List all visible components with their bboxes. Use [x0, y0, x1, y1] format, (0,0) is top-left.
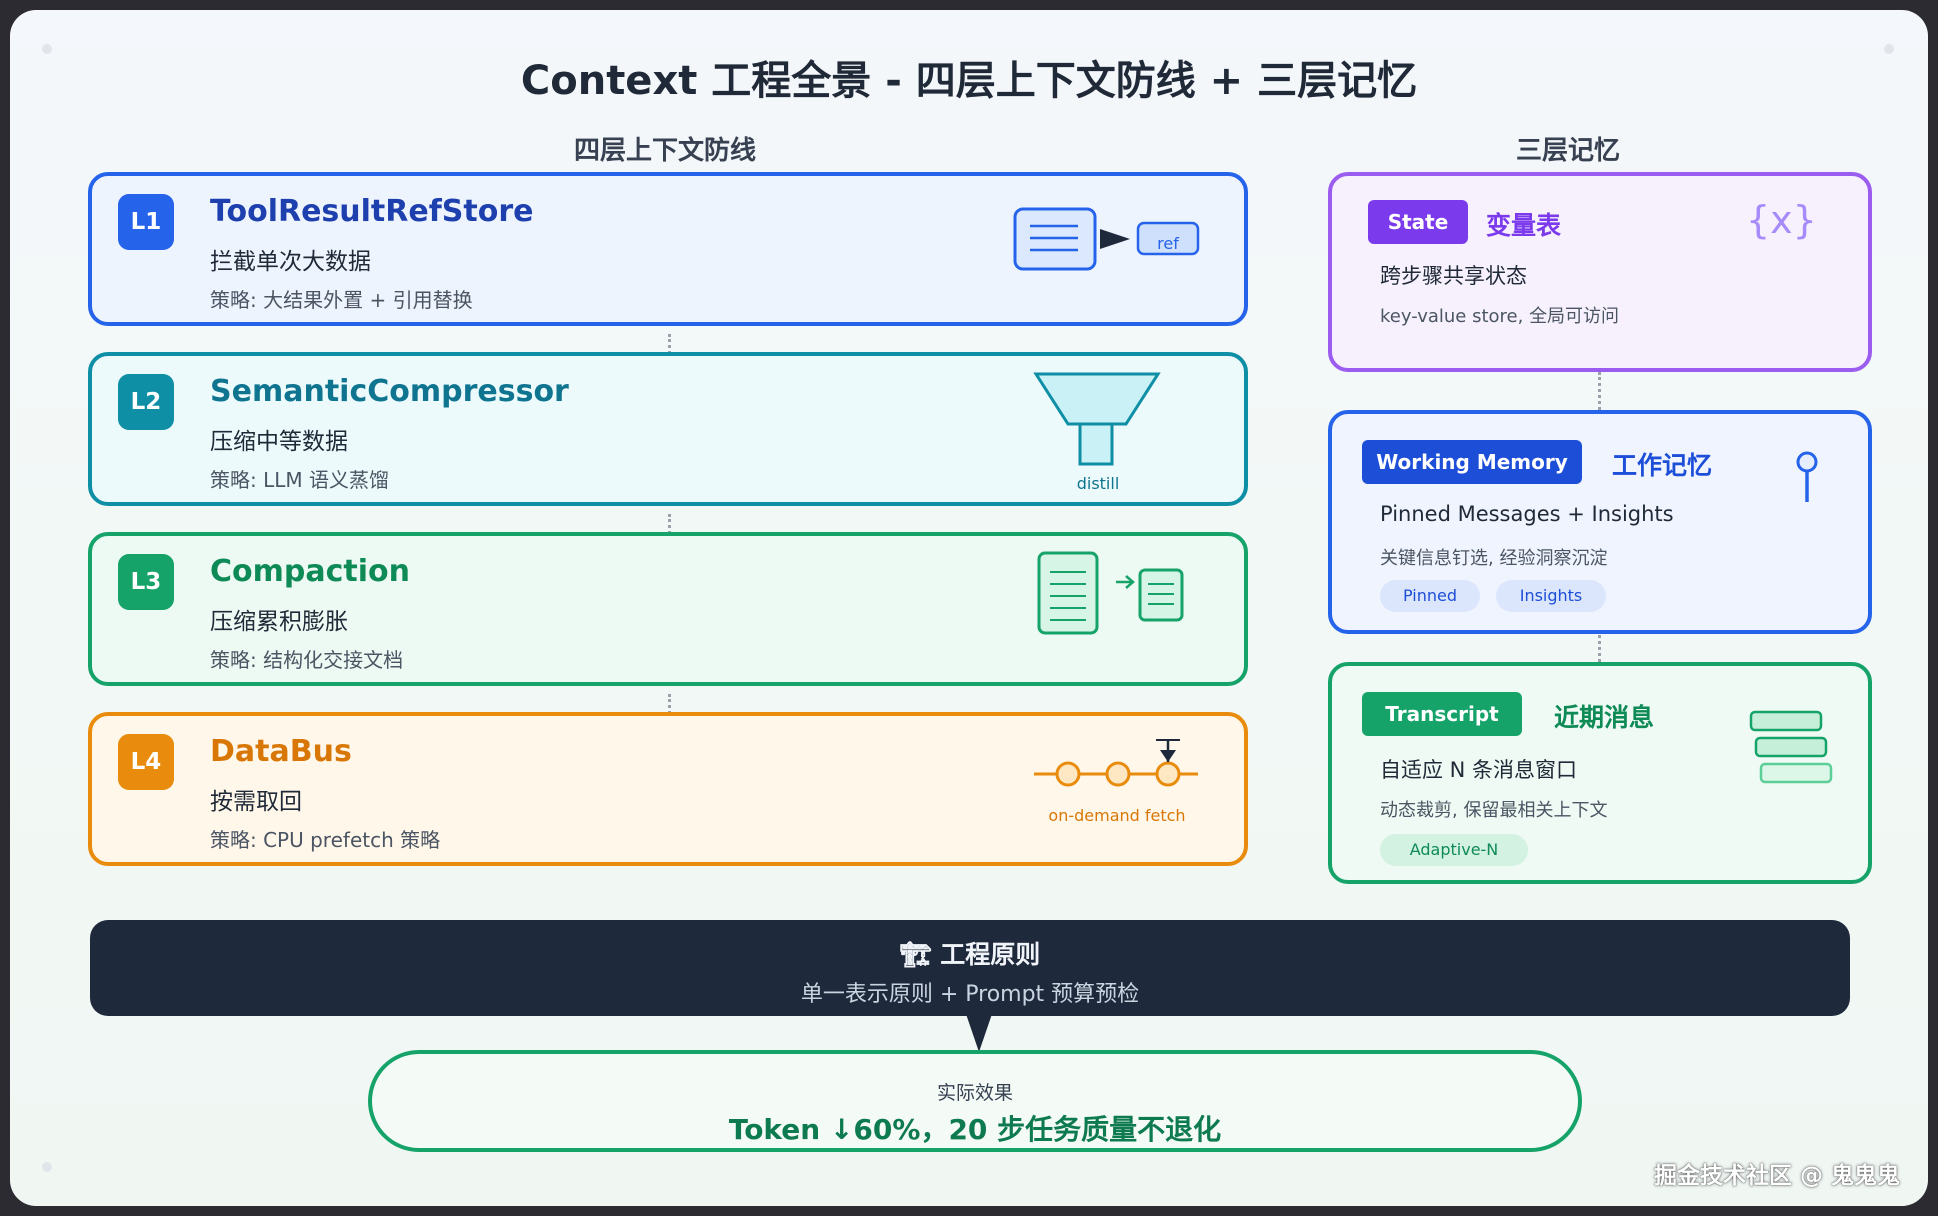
layer-name: SemanticCompressor: [210, 374, 569, 409]
memory-connector: [1598, 372, 1601, 410]
memory-description: 跨步骤共享状态: [1380, 264, 1527, 288]
result-value: Token ↓60%，20 步任务质量不退化: [728, 1113, 1222, 1146]
construction-icon: 🏗: [899, 940, 932, 969]
memory-tag: State: [1368, 200, 1468, 244]
memory-card-state: State 变量表 跨步骤共享状态 key-value store, 全局可访问…: [1328, 172, 1872, 372]
ref-label: ref: [1157, 234, 1179, 253]
document-ref-icon: [1013, 207, 1200, 271]
layer-subtitle: 拦截单次大数据: [210, 249, 371, 275]
memory-description: 自适应 N 条消息窗口: [1380, 758, 1578, 782]
on-demand-fetch-label: on-demand fetch: [1048, 806, 1186, 825]
document-compact-icon: [1037, 551, 1184, 635]
memory-detail: key-value store, 全局可访问: [1380, 306, 1620, 327]
memory-tag: Transcript: [1362, 692, 1522, 736]
layer-badge: L1: [118, 194, 174, 250]
memory-description: Pinned Messages + Insights: [1380, 502, 1674, 526]
memory-chip: Insights: [1496, 580, 1606, 612]
principle-subtitle: 单一表示原则 + Prompt 预算预检: [800, 982, 1140, 1007]
memory-card-transcript: Transcript 近期消息 自适应 N 条消息窗口 动态裁剪, 保留最相关上…: [1328, 662, 1872, 884]
layer-badge: L4: [118, 734, 174, 790]
layer-badge: L3: [118, 554, 174, 610]
layer-subtitle: 按需取回: [210, 789, 302, 815]
layer-card-l3: L3 Compaction 压缩累积膨胀 策略: 结构化交接文档: [88, 532, 1248, 686]
layer-name: DataBus: [210, 734, 352, 769]
layer-strategy: 策略: LLM 语义蒸馏: [210, 468, 389, 492]
layer-strategy: 策略: CPU prefetch 策略: [210, 828, 441, 852]
memory-detail: 动态裁剪, 保留最相关上下文: [1380, 800, 1608, 821]
layer-badge: L2: [118, 374, 174, 430]
memory-name: 工作记忆: [1612, 451, 1713, 480]
pin-icon: [1796, 451, 1818, 502]
layer-card-l1: L1 ToolResultRefStore 拦截单次大数据 策略: 大结果外置 …: [88, 172, 1248, 326]
variable-icon: {x}: [1746, 198, 1817, 242]
funnel-icon: [1033, 372, 1161, 466]
layer-subtitle: 压缩累积膨胀: [210, 609, 348, 635]
memory-tag: Working Memory: [1362, 440, 1582, 484]
memory-connector: [1598, 624, 1601, 662]
layer-connector: [668, 334, 671, 360]
memory-name: 变量表: [1486, 211, 1562, 240]
corner-dot: [42, 44, 52, 54]
layer-card-l2: L2 SemanticCompressor 压缩中等数据 策略: LLM 语义蒸…: [88, 352, 1248, 506]
result-label: 实际效果: [936, 1082, 1013, 1104]
principle-heading: 🏗 工程原则: [90, 935, 1850, 971]
layer-name: Compaction: [210, 554, 410, 589]
layer-card-l4: L4 DataBus 按需取回 策略: CPU prefetch 策略 on-d…: [88, 712, 1248, 866]
layer-connector: [668, 514, 671, 540]
message-stack-icon: [1749, 710, 1833, 784]
memory-chip: Pinned: [1380, 580, 1480, 612]
engineering-principle-banner: 🏗 工程原则 单一表示原则 + Prompt 预算预检: [90, 920, 1850, 1016]
down-arrow-icon: [966, 1014, 992, 1052]
layer-strategy: 策略: 大结果外置 + 引用替换: [210, 288, 473, 312]
result-panel: 实际效果 Token ↓60%，20 步任务质量不退化: [368, 1050, 1582, 1152]
corner-dot: [1884, 44, 1894, 54]
left-column-heading: 四层上下文防线: [574, 136, 757, 166]
layer-name: ToolResultRefStore: [210, 194, 534, 229]
memory-name: 近期消息: [1554, 703, 1655, 732]
watermark: 掘金技术社区 @ 鬼鬼鬼: [1653, 1163, 1900, 1189]
memory-chip: Adaptive-N: [1380, 834, 1528, 866]
layer-subtitle: 压缩中等数据: [210, 429, 348, 455]
layer-connector: [668, 694, 671, 720]
bus-fetch-icon: [1034, 739, 1198, 787]
distill-label: distill: [1076, 474, 1120, 493]
memory-card-working: Working Memory 工作记忆 Pinned Messages + In…: [1328, 410, 1872, 634]
principle-title: 工程原则: [940, 940, 1041, 969]
diagram-title: Context 工程全景 - 四层上下文防线 + 三层记忆: [520, 58, 1418, 104]
layer-strategy: 策略: 结构化交接文档: [210, 648, 404, 672]
diagram-canvas: Context 工程全景 - 四层上下文防线 + 三层记忆 四层上下文防线 三层…: [10, 10, 1928, 1206]
right-column-heading: 三层记忆: [1516, 136, 1621, 166]
memory-detail: 关键信息钉选, 经验洞察沉淀: [1380, 548, 1608, 569]
corner-dot: [42, 1162, 52, 1172]
